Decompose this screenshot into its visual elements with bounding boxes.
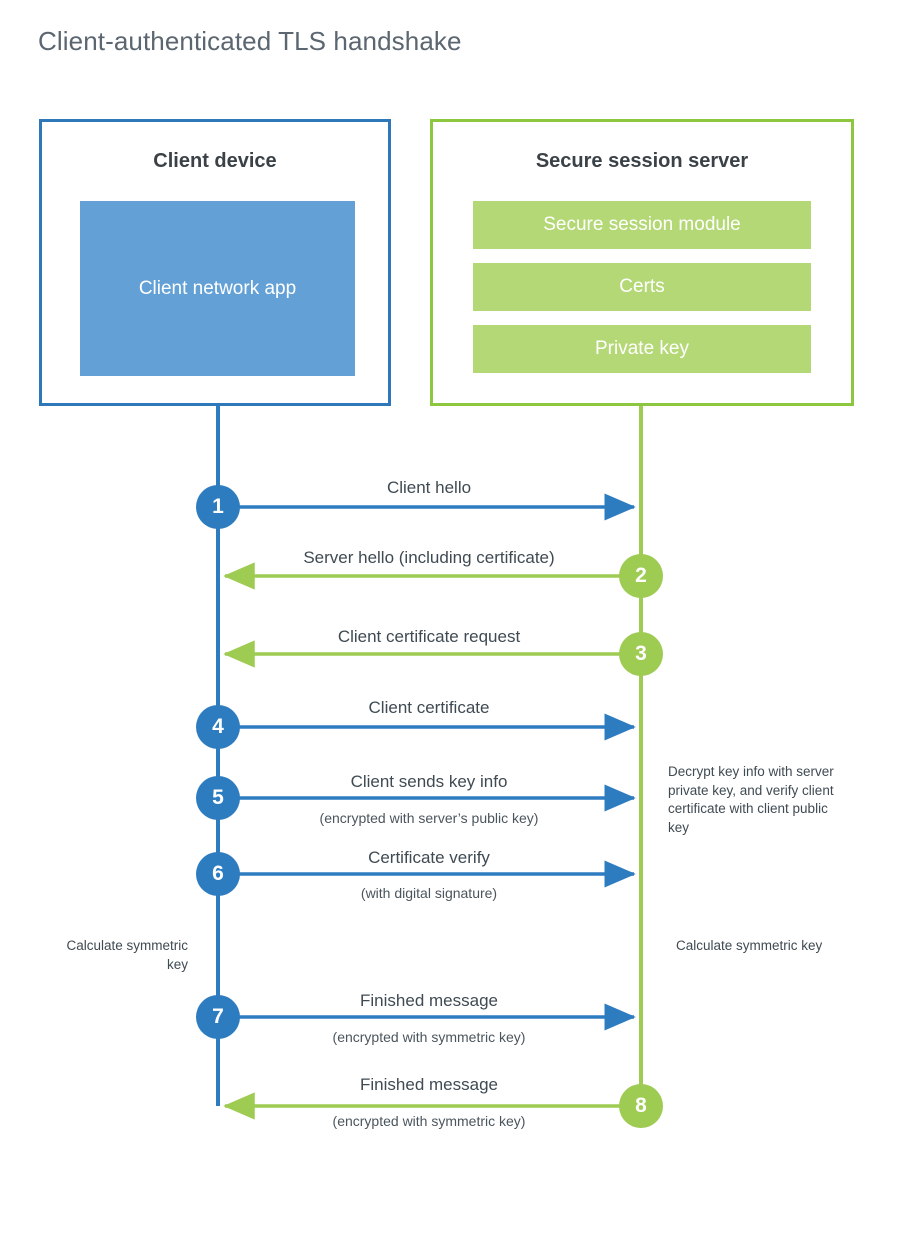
step-label-6: Certificate verify [368,848,490,867]
step-label-7: Finished message [360,991,498,1010]
server-component-certs: Certs [473,263,811,311]
step-label-1: Client hello [386,478,472,497]
secure-session-server-box: Secure session server Secure session mod… [430,119,854,406]
step-circle-3: 3 [619,632,663,676]
step-label-8: Finished message [360,1075,498,1094]
client-network-app-block: Client network app [80,201,355,376]
step-circle-8: 8 [619,1084,663,1128]
client-device-box: Client device Client network app [39,119,391,406]
step-label-2: Server hello (including certificate) [303,548,555,567]
step-circle-6: 6 [196,852,240,896]
step-label-4: Client certificate [368,698,490,717]
step-label-5: Client sends key info [350,772,508,791]
step-circle-1: 1 [196,485,240,529]
step-circle-2: 2 [619,554,663,598]
step-sublabel-5: (encrypted with server’s public key) [319,810,539,826]
client-device-title: Client device [153,150,277,172]
note-server-decrypt-verify: Decrypt key info with server private key… [668,764,834,835]
step-sublabel-7: (encrypted with symmetric key) [332,1029,526,1045]
page-title: Client-authenticated TLS handshake [38,26,462,56]
step-circle-5: 5 [196,776,240,820]
step-circle-4: 4 [196,705,240,749]
secure-session-server-title: Secure session server [535,150,749,172]
server-component-secure-session-module: Secure session module [473,201,811,249]
step-circle-7: 7 [196,995,240,1039]
step-sublabel-6: (with digital signature) [360,885,498,901]
server-component-private-key: Private key [473,325,811,373]
note-server-calculate-symmetric-key: Calculate symmetric key [676,938,823,953]
note-client-calculate-symmetric-key: Calculate symmetric key [66,938,188,972]
step-sublabel-8: (encrypted with symmetric key) [332,1113,526,1129]
step-label-3: Client certificate request [337,627,521,646]
